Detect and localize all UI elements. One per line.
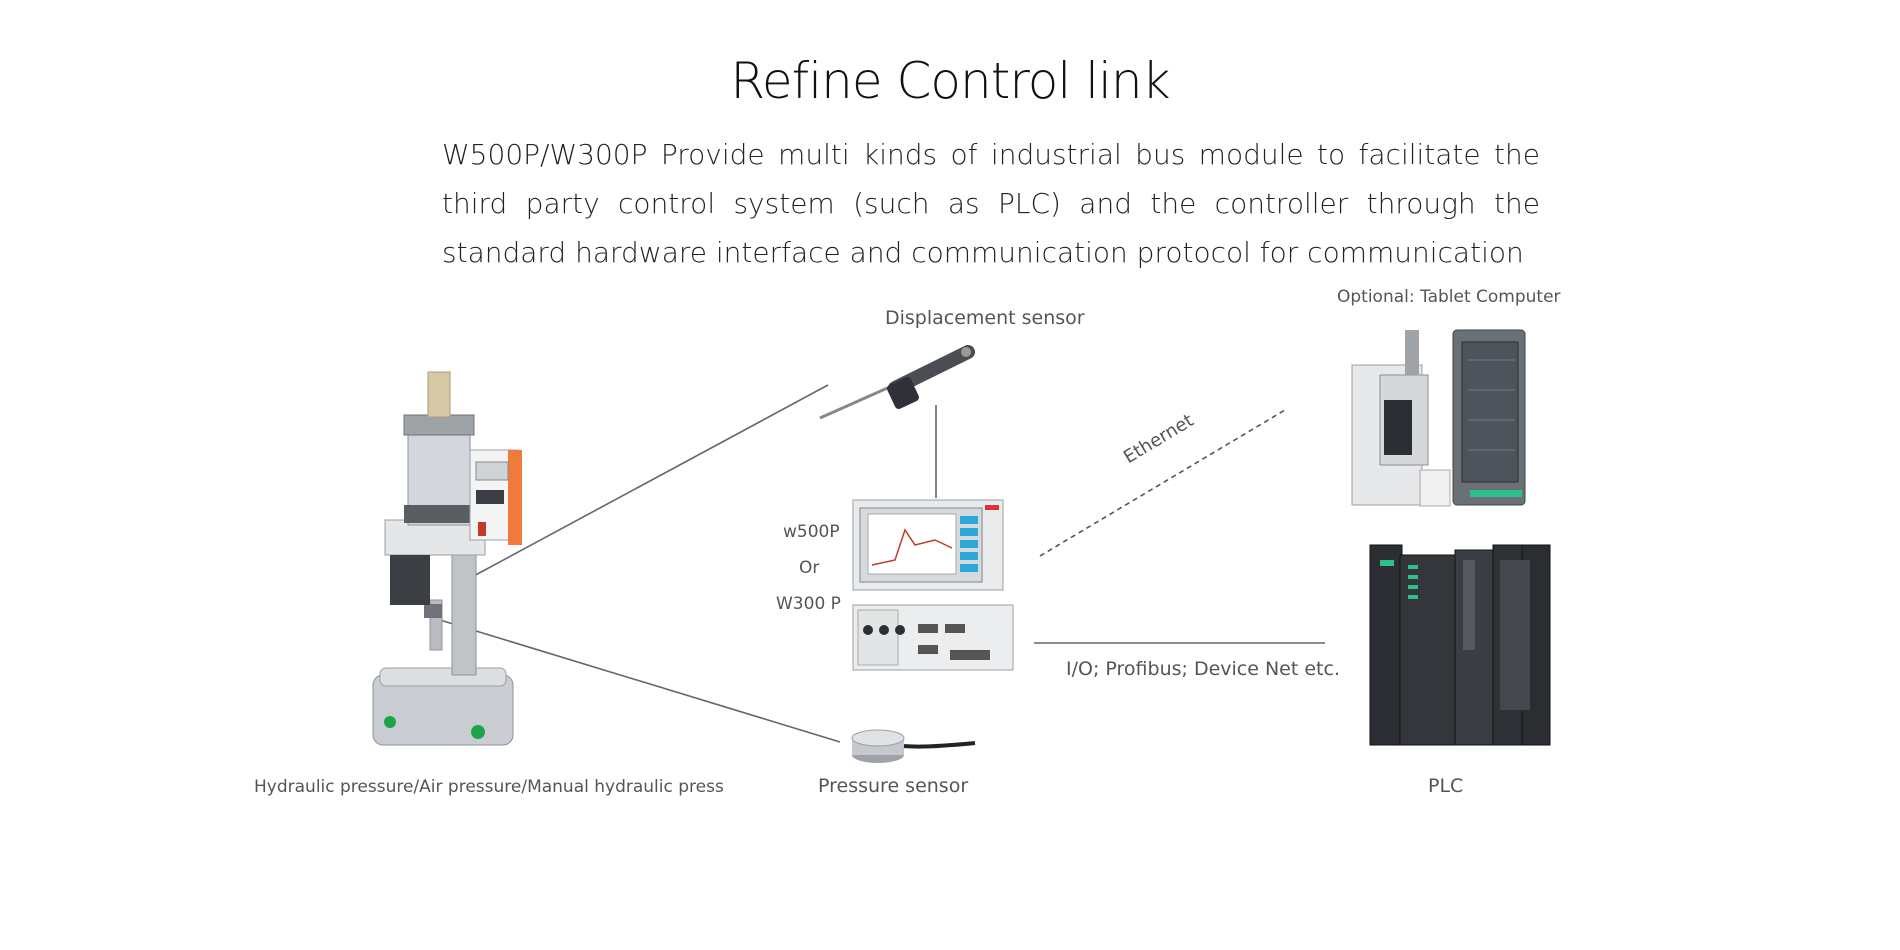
tablet-computer-illustration (1351, 329, 1526, 507)
press-label: Hydraulic pressure/Air pressure/Manual h… (254, 777, 724, 797)
model-w300p-label: W300 P (776, 594, 841, 614)
controller-w300p-illustration (852, 604, 1014, 671)
hydraulic-press-illustration (372, 371, 522, 746)
displacement-sensor-label: Displacement sensor (885, 307, 1085, 329)
controller-w500p-illustration (852, 499, 1004, 591)
description-paragraph: W500P/W300P Provide multi kinds of indus… (442, 138, 1540, 269)
plc-illustration (1369, 544, 1551, 746)
pressure-sensor-illustration (851, 729, 976, 763)
pressure-sensor-label: Pressure sensor (818, 775, 969, 797)
bus-label: I/O; Profibus; Device Net etc. (1066, 658, 1340, 680)
model-w500p-label: w500P (783, 522, 840, 542)
line-press-to-displacement (469, 384, 829, 579)
page-title: Refine Control link (730, 52, 1170, 110)
ethernet-line (1039, 409, 1286, 557)
line-press-to-pressure (439, 619, 841, 743)
model-or-label: Or (799, 558, 820, 578)
plc-label: PLC (1428, 775, 1464, 797)
tablet-label: Optional: Tablet Computer (1337, 287, 1561, 307)
displacement-sensor-illustration (819, 345, 975, 420)
